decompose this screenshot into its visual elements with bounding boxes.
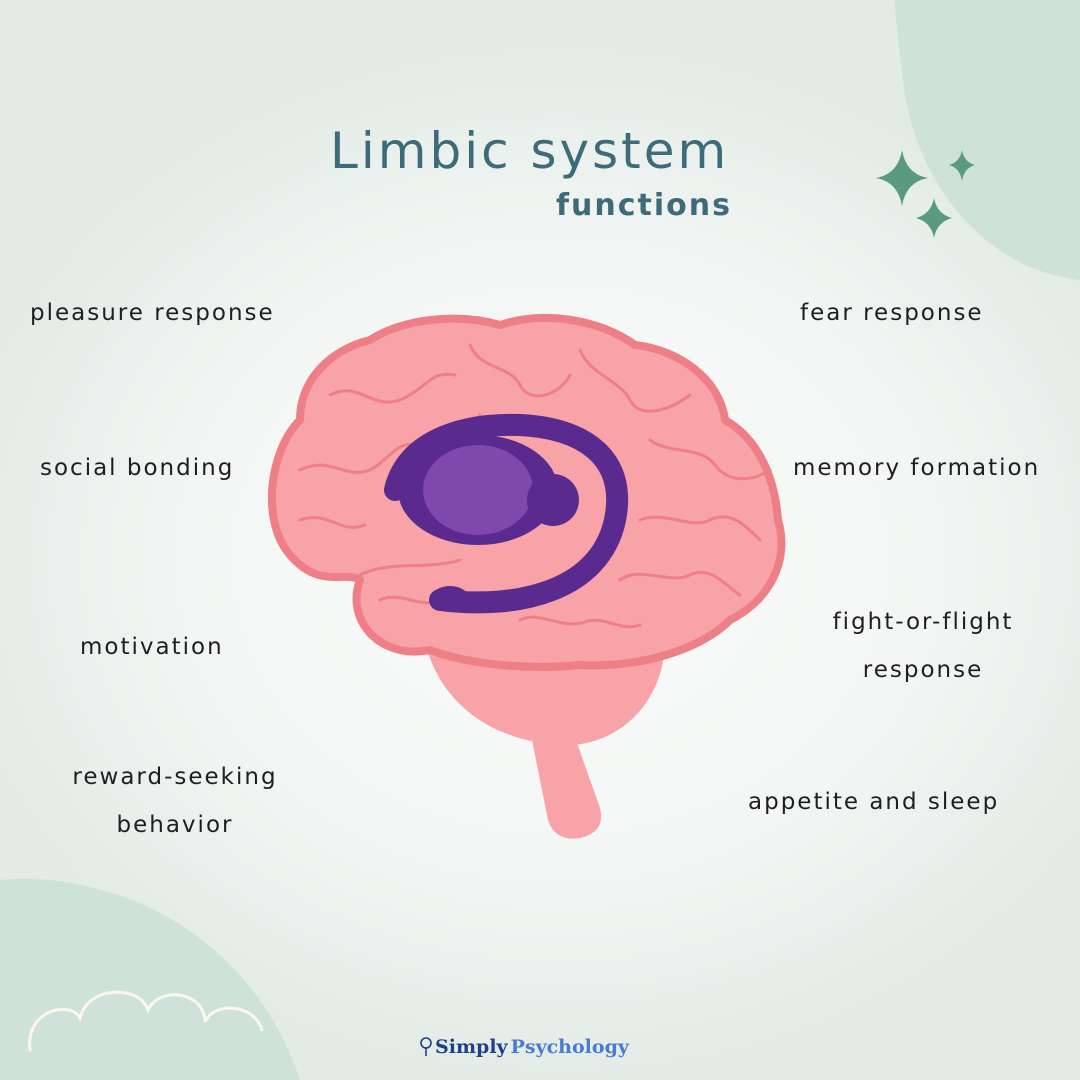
brand-name-part1: Simply: [435, 1036, 508, 1058]
cloud-outline: [28, 990, 264, 1052]
limbic-thalamus-highlight: [423, 445, 533, 535]
limbic-hippocampus-tip: [432, 586, 468, 608]
function-label-pleasure-response: pleasure response: [30, 300, 275, 326]
limbic-amygdala: [527, 474, 579, 526]
function-label-fear-response: fear response: [800, 300, 984, 326]
brain-illustration: [267, 313, 786, 839]
function-label-memory-formation: memory formation: [793, 455, 1041, 481]
page-title: Limbic system: [330, 122, 730, 180]
corner-blob-bottom-left: [0, 878, 300, 1080]
function-label-fight-or-flight-response: fight-or-flight response: [832, 609, 1014, 683]
page-subtitle: functions: [556, 188, 732, 223]
function-label-appetite-and-sleep: appetite and sleep: [748, 789, 1000, 815]
function-label-social-bonding: social bonding: [40, 455, 235, 481]
function-label-reward-seeking-behavior: reward-seeking behavior: [72, 764, 278, 838]
corner-blob-top-right: [895, 0, 1080, 280]
function-label-motivation: motivation: [80, 634, 224, 660]
limbic-fornix-arc: [384, 413, 628, 614]
brand-logo-icon: [420, 1037, 432, 1056]
sparkle-icon: [876, 150, 975, 238]
brand-name-part2: Psychology: [510, 1036, 629, 1058]
